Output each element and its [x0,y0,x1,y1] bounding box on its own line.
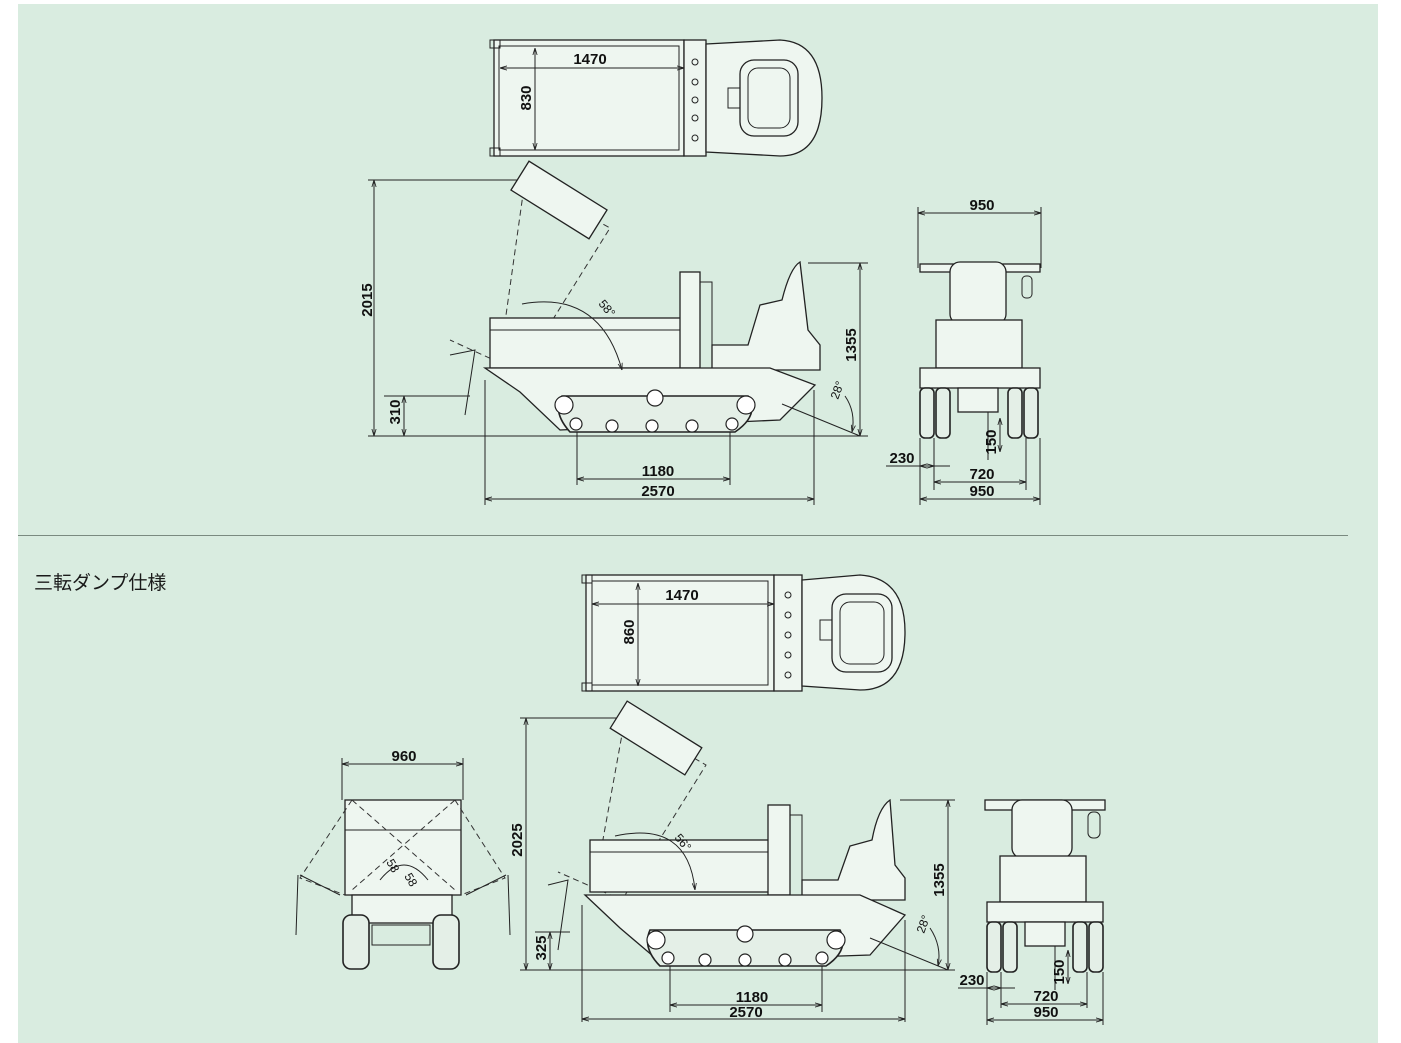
std-side-view: 58° 28° 2015 1355 310 1180 2570 [359,160,868,505]
tw-rear-width-bottom: 950 [1033,1004,1058,1021]
tw-rear-view: 150 230 720 950 [958,799,1106,1025]
tw-bed-height: 325 [533,935,550,960]
tw-top-length: 1470 [665,587,698,604]
std-track-width: 230 [889,450,914,467]
tw-side-view: 56° 28° 2025 1355 325 1180 2570 [509,700,955,1022]
std-rear-view: 950 150 230 720 950 [886,197,1042,505]
tw-height-raised: 2025 [509,823,526,856]
std-total-length: 2570 [641,483,674,500]
tw-rear-dump-view: 960 58 58 [295,748,511,970]
tw-track-center: 1180 [736,989,769,1006]
tw-top-width: 860 [621,619,638,644]
std-height-raised: 2015 [359,283,376,316]
std-height-seat: 1355 [843,328,860,361]
std-top-view: 1470 830 [489,39,823,157]
std-rear-width-top: 950 [969,197,994,214]
section-title: 三転ダンプ仕様 [34,572,167,594]
std-top-width: 830 [518,85,535,110]
tw-clearance: 150 [1051,959,1068,984]
tw-track-width: 230 [959,972,984,989]
tw-track-gauge: 720 [1033,988,1058,1005]
std-top-length: 1470 [573,51,606,68]
tw-height-seat: 1355 [931,863,948,896]
tw-top-view: 1470 860 [581,574,906,692]
std-bed-height: 310 [387,399,404,424]
tw-rear-dump-angle-left: 58 [383,857,402,876]
std-rear-width-bottom: 950 [969,483,994,500]
tw-rear-dump-angle-right: 58 [401,871,420,890]
std-track-gauge: 720 [969,466,994,483]
tw-climb-angle: 28° [914,913,933,935]
std-climb-angle: 28° [828,379,847,401]
tw-total-length: 2570 [729,1004,762,1021]
std-dump-angle: 58° [596,297,619,320]
section-divider [18,535,1348,536]
std-track-center: 1180 [642,463,675,480]
tw-rear-dump-width: 960 [391,748,416,765]
std-clearance: 150 [983,429,1000,454]
